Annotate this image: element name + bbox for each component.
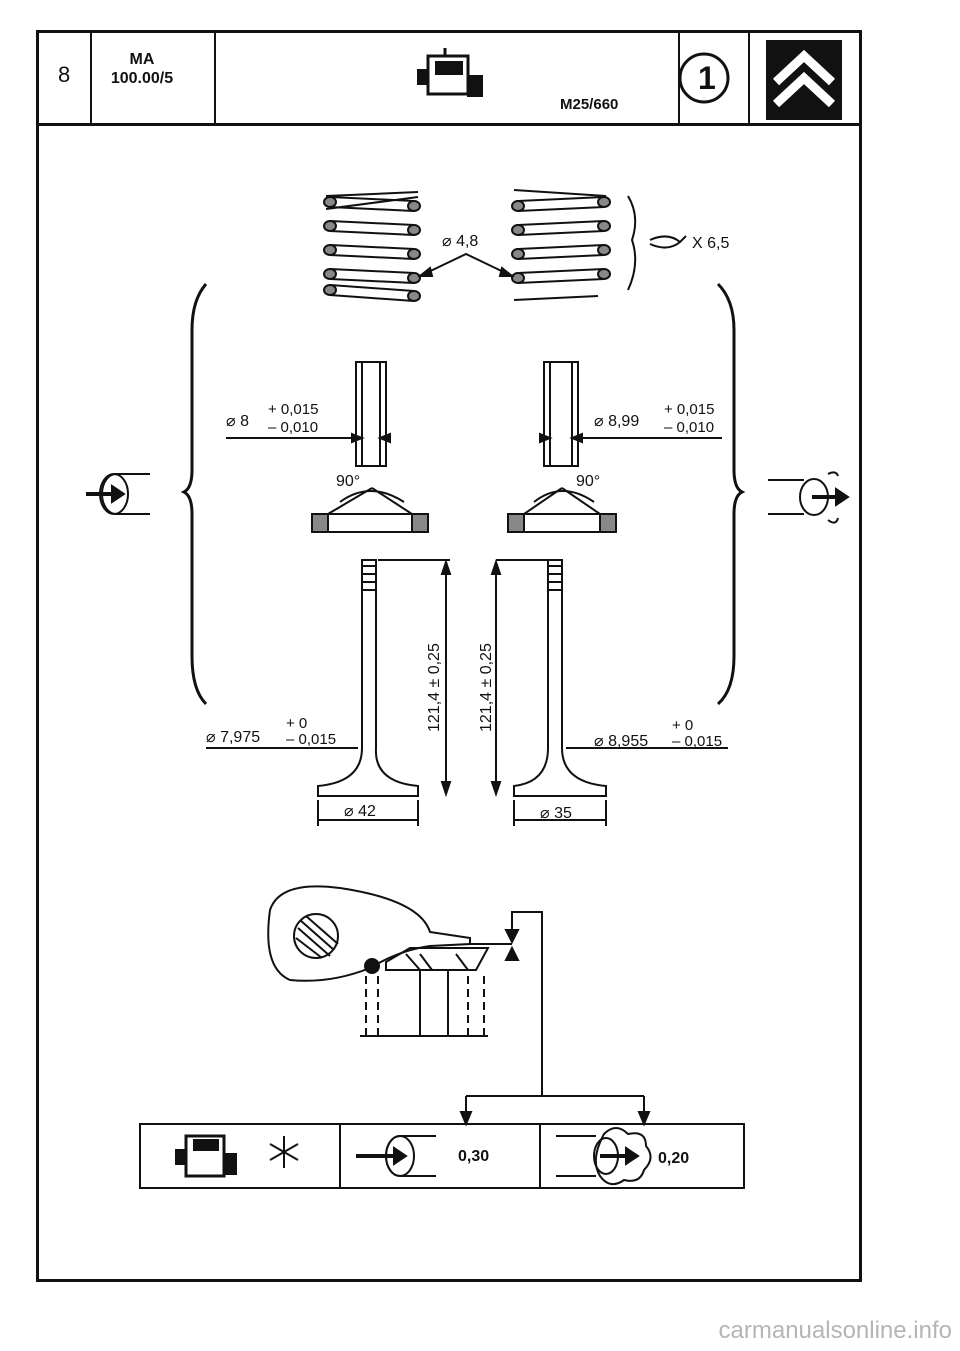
step-circle-icon [678,52,730,104]
step-number: 1 [698,60,716,96]
snowflake-icon [269,1136,299,1168]
exhaust-icon [768,471,850,524]
exhaust-head-diameter: ⌀ 35 [540,805,572,822]
exhaust-valve-length: 121,4 ± 0,25 [478,643,495,732]
exhaust-stem-tol-minus: – 0,015 [672,733,723,750]
intake-seat [311,487,429,533]
clearance-table [139,1123,745,1189]
page-frame [36,30,862,1282]
exhaust-valve [490,558,728,826]
exhaust-guide-tol-minus: – 0,010 [664,419,715,436]
citroen-logo [766,40,842,120]
exhaust-seat-angle: 90° [576,473,601,490]
rocker-clearance-diagram [267,885,651,1127]
intake-valve-length: 121,4 ± 0,25 [426,643,443,732]
spring-count-icon [649,235,687,249]
step-cell [680,30,750,123]
exhaust-guide-tol-plus: + 0,015 [664,401,715,418]
exhaust-clearance-value: 0,20 [658,1150,690,1167]
exhaust-guide-diameter: ⌀ 8,99 [594,413,640,430]
intake-guide-tol-minus: – 0,010 [268,419,319,436]
intake-head-diameter: ⌀ 42 [344,803,376,820]
doc-ref-cell [92,30,216,123]
exhaust-guide [539,361,722,467]
intake-clearance-icon [356,1135,436,1177]
spring-coil-count: X 6,5 [692,235,730,252]
intake-valve [206,558,452,826]
outer-spring [511,189,611,301]
intake-icon [86,473,150,515]
intake-guide [226,361,391,467]
spring-wire-diameter: ⌀ 4,8 [442,233,479,250]
watermark: carmanualsonline.info [718,1317,952,1344]
doc-ref-label: 100.00/5 [110,70,174,87]
page-number: 8 [58,62,71,87]
spring-wire-callout [417,195,637,291]
intake-stem-tol-plus: + 0 [286,715,308,732]
left-brace [180,283,208,706]
exhaust-clearance-icon [556,1127,652,1186]
exhaust-stem-diameter: ⌀ 8,955 [594,733,649,750]
engine-code: M25/660 [560,96,619,113]
exhaust-stem-tol-plus: + 0 [672,717,694,734]
doc-group-label: MA [129,51,155,68]
intake-clearance-value: 0,30 [458,1148,490,1165]
doc-group: MA 100.00/5 [92,50,192,88]
inner-spring [323,191,421,302]
engine-icon [417,48,483,97]
cold-engine-icon [175,1134,237,1178]
right-brace [716,282,746,706]
intake-guide-tol-plus: + 0,015 [268,401,319,418]
intake-stem-tol-minus: – 0,015 [286,731,337,748]
intake-seat-angle: 90° [336,473,361,490]
page-number-cell [36,30,92,123]
intake-guide-diameter: ⌀ 8 [226,413,249,430]
exhaust-seat [507,487,617,533]
intake-stem-diameter: ⌀ 7,975 [206,729,261,746]
